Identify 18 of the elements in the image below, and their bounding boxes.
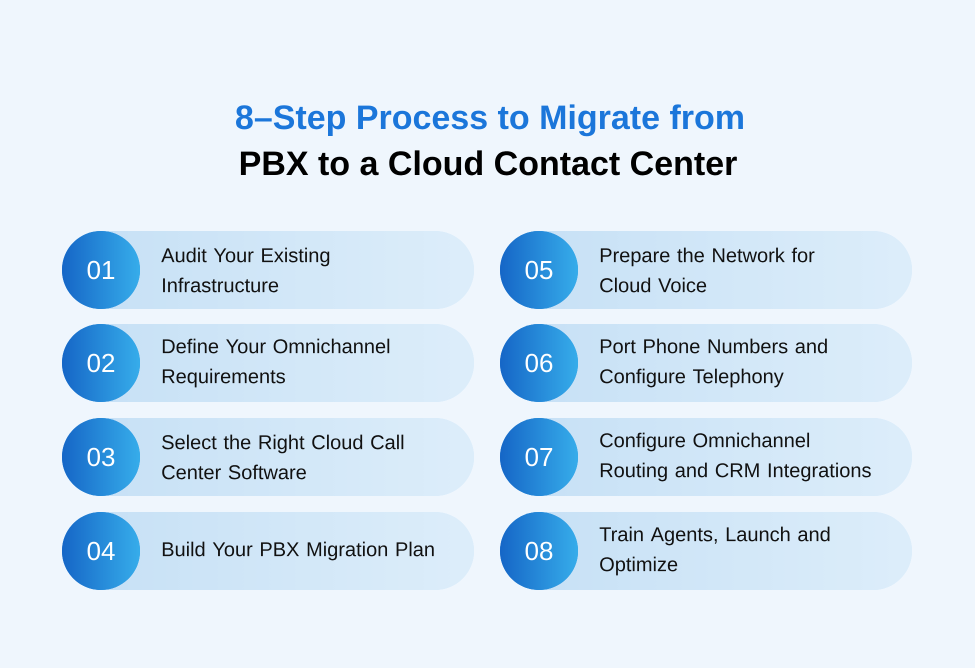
step-text: Select the Right Cloud Call Center Software [162,434,404,480]
step-text: Port Phone Numbers and Configure Telephony [600,338,827,388]
title: PBX to a Cloud Contact Center [240,150,737,176]
step-text: Audit Your Existing Infrastructure [161,248,330,292]
step-text: Build Your PBX Migration Plan [162,542,434,560]
step-text: Prepare the Network for Cloud Voice [600,248,814,292]
step-number: 06 [526,354,552,372]
step-number: 05 [526,260,552,280]
step-number: 02 [88,354,114,372]
step-text: Train Agents, Launch and Optimize [600,526,830,576]
step-number: 08 [526,542,552,560]
title: 8–Step Process to Migrate from [236,104,743,136]
step-number: 04 [88,542,115,560]
step-number: 07 [526,448,552,466]
step-number: 03 [88,448,114,466]
step-number: 01 [88,260,114,280]
step-text: Configure Omnichannel Routing and CRM Integrations [600,432,871,482]
step-text: Define Your Omnichannel Requirements [162,338,390,388]
